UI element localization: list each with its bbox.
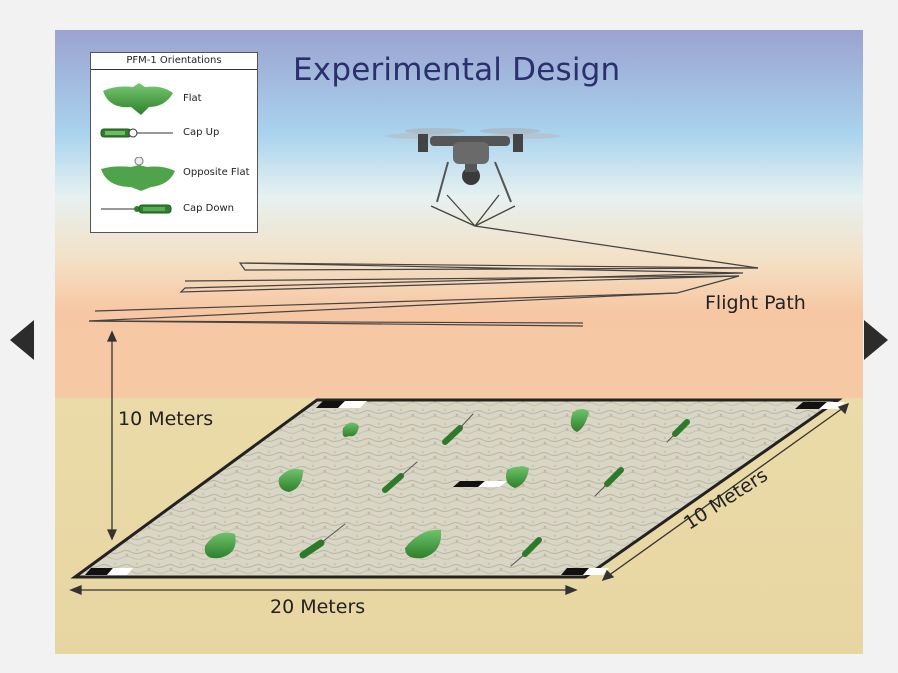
previous-slide-button[interactable] bbox=[4, 318, 40, 362]
legend-label-flat: Flat bbox=[183, 93, 202, 104]
legend-item-cap-down: Cap Down bbox=[91, 195, 257, 229]
legend-label-opposite-flat: Opposite Flat bbox=[183, 167, 250, 178]
flight-path-label: Flight Path bbox=[705, 292, 806, 314]
next-slide-button[interactable] bbox=[858, 318, 894, 362]
legend-item-cap-up: Cap Up bbox=[91, 119, 257, 153]
scene-illustration bbox=[55, 30, 863, 654]
pfm1-mines bbox=[204, 409, 690, 567]
pfm1-flat-icon bbox=[103, 83, 173, 115]
drone-icon bbox=[385, 128, 759, 269]
legend-label-cap-up: Cap Up bbox=[183, 127, 220, 138]
test-field bbox=[70, 398, 845, 579]
chevron-right-icon bbox=[864, 320, 888, 360]
legend-label-cap-down: Cap Down bbox=[183, 203, 234, 214]
pfm1-cap-down-icon bbox=[101, 204, 172, 214]
chevron-left-icon bbox=[10, 320, 34, 360]
orientation-legend: PFM-1 Orientations Flat Cap Up Opposite bbox=[90, 52, 258, 233]
legend-item-flat: Flat bbox=[91, 81, 257, 115]
pfm1-cap-up-icon bbox=[100, 128, 173, 138]
height-arrow bbox=[106, 330, 118, 541]
depth-arrow bbox=[601, 402, 850, 582]
slide-image: Experimental Design PFM-1 Orientations F… bbox=[55, 30, 863, 654]
flight-path bbox=[88, 262, 759, 327]
width-label: 20 Meters bbox=[270, 596, 366, 618]
slide-title: Experimental Design bbox=[293, 52, 621, 88]
width-arrow bbox=[69, 585, 578, 595]
pfm1-opposite-flat-icon bbox=[101, 157, 175, 191]
height-label: 10 Meters bbox=[118, 408, 214, 430]
legend-title: PFM-1 Orientations bbox=[91, 55, 257, 70]
legend-item-opposite-flat: Opposite Flat bbox=[91, 157, 257, 191]
